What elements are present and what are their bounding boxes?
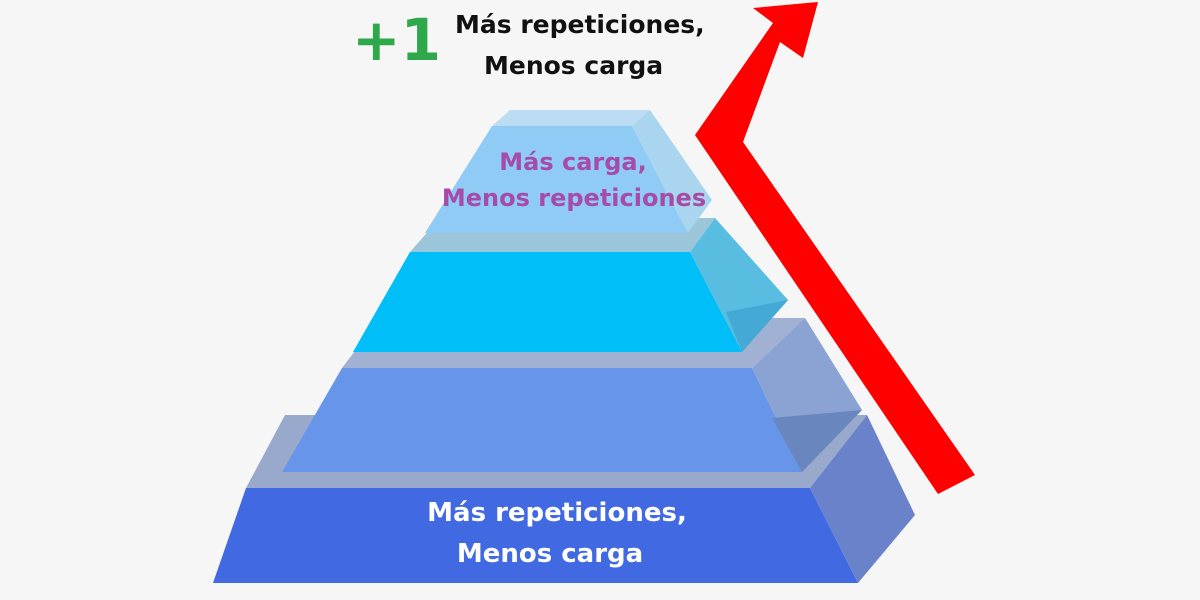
plus-one-badge: +1 bbox=[352, 6, 441, 74]
tier-4-label-line1: Más repeticiones, bbox=[427, 498, 687, 528]
tier-4-front-face bbox=[213, 488, 858, 583]
red-arrow-shape bbox=[695, 2, 975, 494]
tier-3-side-shadow bbox=[772, 410, 862, 472]
top-caption: +1 Más repeticiones, Menos carga bbox=[352, 6, 705, 80]
tier-2-side-shadow bbox=[726, 300, 788, 352]
tier-1-side-face bbox=[632, 110, 712, 233]
tier-4-label-line2: Menos carga bbox=[457, 539, 643, 569]
caption-line1: Más repeticiones, bbox=[455, 10, 705, 39]
tier-2-front-face bbox=[353, 252, 742, 352]
caption-line2: Menos carga bbox=[484, 51, 663, 80]
tier-1-top-face bbox=[492, 110, 650, 126]
tier-1-label-line2: Menos repeticiones bbox=[442, 184, 706, 212]
tier-1-front-face bbox=[425, 126, 688, 233]
tier-3-front-face bbox=[282, 368, 802, 472]
pyramid-tier-2 bbox=[353, 218, 788, 352]
tier-1-label-line1: Más carga, bbox=[499, 148, 646, 176]
tier-4-side-face bbox=[810, 415, 915, 583]
pyramid-tier-1: Más carga, Menos repeticiones bbox=[425, 110, 712, 233]
